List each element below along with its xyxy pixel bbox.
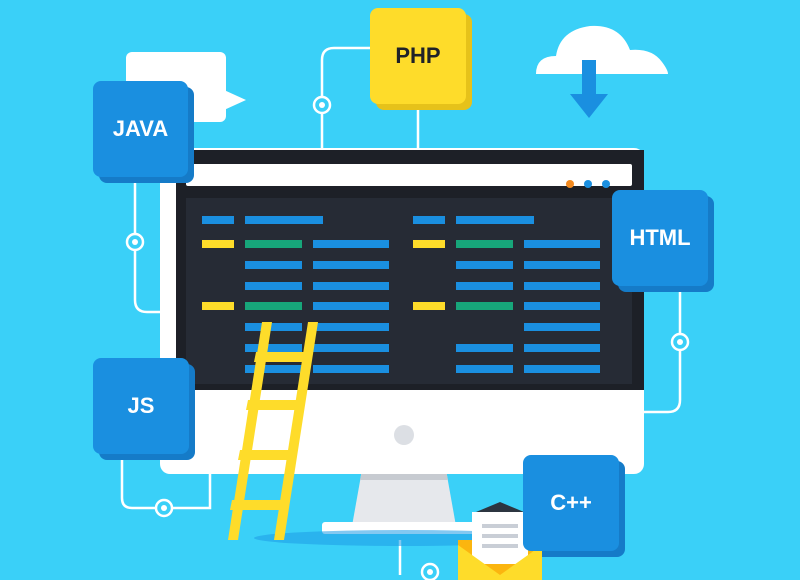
tag-cpp-label: C++ <box>550 490 592 515</box>
connector-node-cores <box>132 102 683 575</box>
tag-java: JAVA <box>93 81 188 177</box>
tag-java-label: JAVA <box>112 116 169 141</box>
cloud-download-icon <box>536 25 668 118</box>
code-screen <box>186 198 632 384</box>
window-dots-icon <box>566 180 610 188</box>
code-lines-right <box>413 216 600 373</box>
tag-html: HTML <box>612 190 708 286</box>
tag-js: JS <box>93 358 189 454</box>
tag-cpp: C++ <box>523 455 619 551</box>
envelope-icon <box>458 502 542 580</box>
ladder-icon <box>228 322 318 540</box>
code-lines-left <box>202 216 389 373</box>
tag-php-label: PHP <box>395 43 441 68</box>
tag-php: PHP <box>370 8 466 104</box>
tag-html-label: HTML <box>629 225 691 250</box>
tag-js-label: JS <box>127 393 155 418</box>
